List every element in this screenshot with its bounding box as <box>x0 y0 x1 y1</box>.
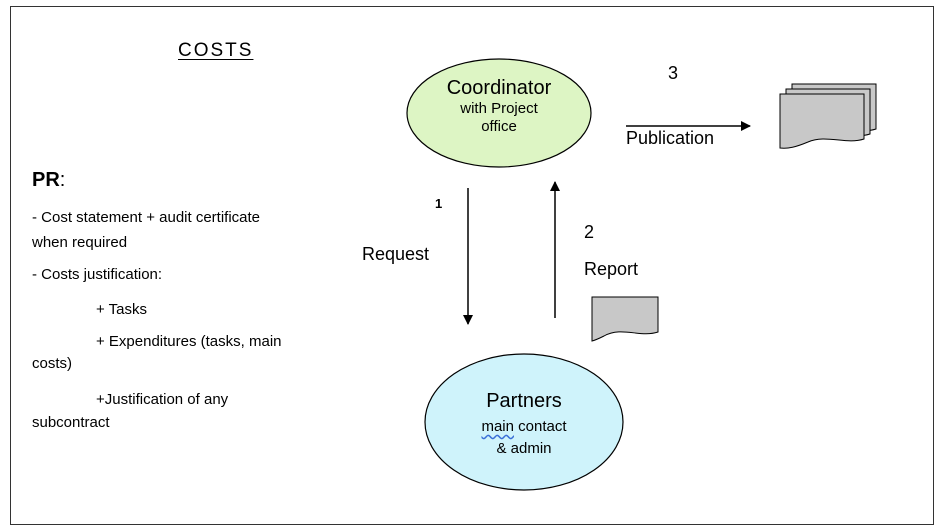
report-step-number: 2 <box>584 222 595 242</box>
partners-title: Partners <box>486 390 562 412</box>
partners-line2: main contact <box>425 416 623 438</box>
partners-label: Partners main contact & admin <box>425 388 623 460</box>
request-step-number: 1 <box>435 196 443 211</box>
pr-item-costs-justification: - Costs justification: <box>32 266 163 283</box>
partners-line2-rest: contact <box>513 418 567 435</box>
pr-item-tasks: + Tasks <box>96 301 147 318</box>
publication-step-number: 3 <box>668 63 679 83</box>
pr-item-subcontract-2: subcontract <box>32 414 110 431</box>
publication-documents-icon <box>779 83 877 149</box>
request-label: Request <box>362 244 430 264</box>
pr-item-cost-statement-2: when required <box>32 234 128 251</box>
report-label: Report <box>584 259 639 279</box>
pr-item-expenditures-1: + Expenditures (tasks, main <box>96 333 282 350</box>
pr-item-cost-statement-1: - Cost statement + audit certificate <box>32 209 261 226</box>
pr-item-subcontract-1: +Justification of any <box>96 391 229 408</box>
partners-line2-underlined: main <box>481 418 514 435</box>
coordinator-label: Coordinator with Project office <box>407 76 591 136</box>
coordinator-node <box>406 58 592 168</box>
page-title: COSTS <box>178 40 254 61</box>
pr-heading: PR: <box>32 169 65 192</box>
pr-heading-label: PR <box>32 169 60 191</box>
coordinator-line3: office <box>481 118 517 135</box>
coordinator-line2: with Project <box>460 100 538 117</box>
pr-heading-colon: : <box>59 169 66 191</box>
partners-node <box>424 353 624 491</box>
report-document-icon <box>591 296 659 342</box>
publication-label: Publication <box>626 128 715 148</box>
coordinator-title: Coordinator <box>446 77 552 99</box>
pr-item-expenditures-2: costs) <box>32 355 73 372</box>
partners-line3: & admin <box>496 440 552 457</box>
